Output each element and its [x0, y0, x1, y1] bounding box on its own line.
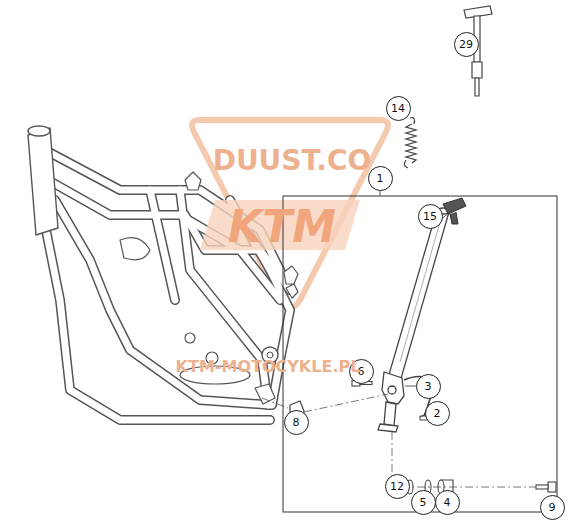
callout-number: 12	[385, 474, 410, 499]
watermark-text: DUUST.CO	[213, 144, 372, 177]
callout-number: 9	[540, 495, 565, 520]
spring	[404, 118, 416, 168]
stand-pad	[443, 198, 466, 224]
assembly-lines	[262, 394, 536, 487]
callout-number: 2	[425, 401, 450, 426]
callout-number: 3	[416, 374, 441, 399]
side-stand	[378, 208, 449, 432]
callout-number: 8	[284, 410, 309, 435]
callout-number: 14	[386, 96, 411, 121]
callout-number: 15	[418, 204, 443, 229]
watermark-text: KTM-MOTOCYKLE.PL	[176, 357, 361, 376]
watermark-text: KTM	[228, 201, 336, 252]
watermark-shield	[192, 120, 388, 308]
stand-bolt	[536, 482, 556, 492]
callout-number: 29	[454, 32, 479, 57]
callout-number: 4	[435, 490, 460, 515]
callout-number: 5	[411, 490, 436, 515]
